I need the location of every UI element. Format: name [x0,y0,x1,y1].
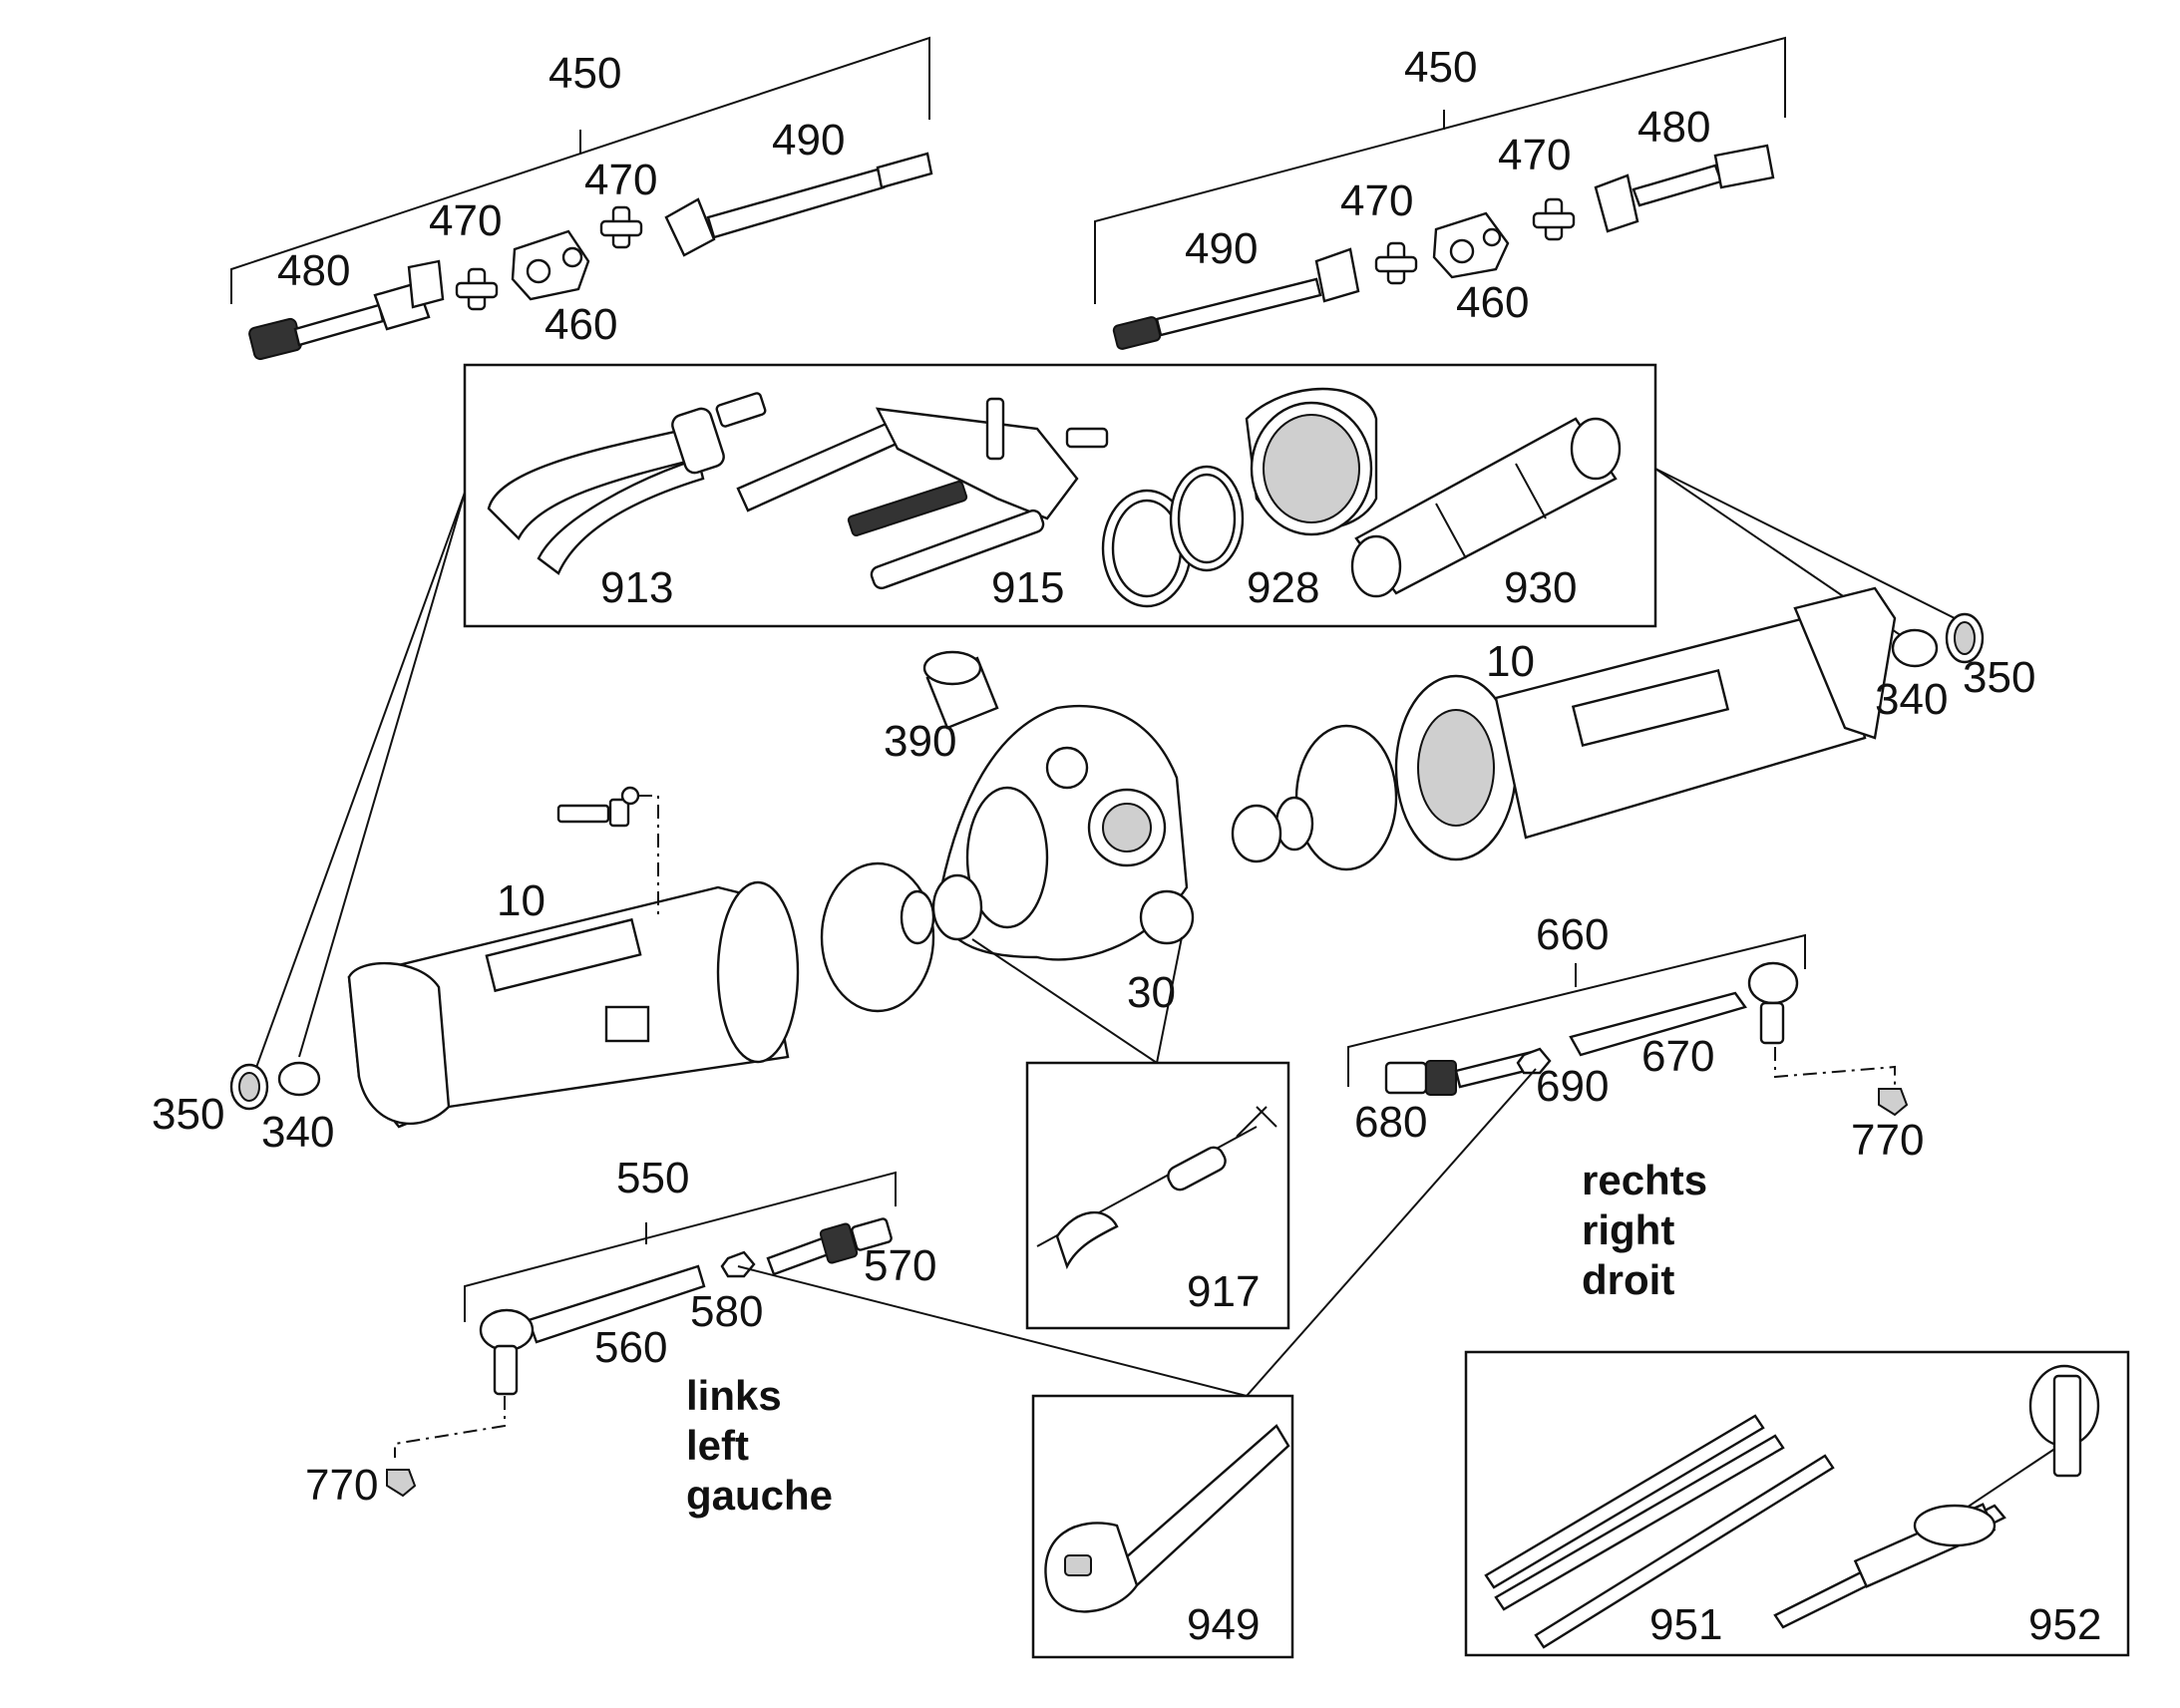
side-label-left-en: left [686,1422,749,1469]
callout-915: 915 [991,563,1064,612]
drift-mandrel-icon [1350,417,1622,598]
o-ring-icon [1274,796,1314,852]
seal-ring-icon [1231,804,1282,863]
callout-770: 770 [1851,1116,1924,1165]
callout-470: 470 [584,156,657,204]
side-label-right-fr: droit [1582,1256,1674,1303]
callout-470: 470 [1498,131,1571,179]
hex-nut-icon [720,1250,756,1278]
callout-450: 450 [548,49,621,98]
callout-30: 30 [1127,968,1176,1017]
callout-770: 770 [305,1461,378,1510]
puller-tool-icon [487,392,767,575]
axle-housing-icon [347,880,800,1129]
callout-480: 480 [277,246,350,295]
callout-340: 340 [1875,675,1948,724]
drive-shaft-icon [1112,247,1360,350]
drive-shaft-icon [248,259,445,361]
callout-580: 580 [690,1287,763,1336]
wrench-box [1031,1394,1294,1659]
callout-10: 10 [497,876,545,925]
gasket-ring-icon [1294,724,1398,871]
callout-470: 470 [429,196,502,245]
callout-690: 690 [1536,1062,1609,1111]
callout-951: 951 [1649,1600,1722,1649]
seal-rings-icon [1101,387,1378,608]
leader-line [1654,468,1956,619]
sleeve-icon [922,650,999,730]
seal-ring-icon [931,873,983,941]
side-label-left-de: links [686,1372,782,1419]
double-yoke-icon [511,229,590,301]
gauge-box [1464,1350,2130,1657]
bushing-icon [1891,612,1985,668]
drive-shaft-icon [664,152,933,257]
callout-670: 670 [1641,1032,1714,1081]
callout-490: 490 [1185,224,1258,273]
callout-350: 350 [1963,653,2035,702]
callout-930: 930 [1504,563,1577,612]
double-yoke-icon [1432,211,1510,279]
differential-carrier-icon [935,704,1195,961]
axle-housing-icon [1394,586,1897,861]
leader-line [971,938,1158,1064]
tie-rod-end-icon [766,1217,893,1276]
callout-390: 390 [884,717,956,766]
bolt-icon [556,786,659,917]
open-end-wrench-icon [1044,1424,1290,1613]
universal-joint-cross-icon [1374,197,1576,285]
lock-nut-icon [1878,1088,1909,1117]
drive-shaft-assembly-left [230,36,933,361]
hex-nut-icon [1516,1047,1552,1075]
leader-line [298,492,466,1058]
bushing-icon [229,1061,321,1111]
leader-line [737,1265,1248,1397]
dial-gauge-icon [1773,1364,2100,1629]
callout-450: 450 [1404,43,1477,92]
leader-line [248,492,466,1088]
callout-570: 570 [864,1241,936,1290]
callout-928: 928 [1247,563,1319,612]
gauge-strips-icon [1484,1414,1835,1649]
callout-460: 460 [1456,278,1529,327]
callout-660: 660 [1536,910,1609,959]
tie-rod-end-icon [1384,1049,1544,1096]
callout-680: 680 [1354,1098,1427,1147]
o-ring-icon [900,889,935,945]
leader-line [1246,1068,1537,1397]
callout-490: 490 [772,116,845,165]
side-label-right-de: rechts [1582,1157,1707,1203]
side-label-left-fr: gauche [686,1472,833,1519]
slide-hammer-icon [1036,1106,1277,1270]
tie-rod-left [386,1171,897,1498]
callout-949: 949 [1187,1600,1260,1649]
side-label-right-en: right [1582,1206,1674,1253]
callout-952: 952 [2028,1600,2101,1649]
tie-rod-right [1347,933,1909,1117]
press-tool-icon [736,397,1109,590]
callout-340: 340 [261,1108,334,1157]
callout-480: 480 [1637,103,1710,152]
callout-917: 917 [1187,1267,1260,1316]
universal-joint-cross-icon [455,205,643,311]
callout-10: 10 [1486,637,1535,686]
callout-470: 470 [1340,176,1413,225]
drive-shaft-assembly-right [1094,36,1786,350]
leader-line [1156,936,1183,1064]
callout-350: 350 [152,1090,224,1139]
callout-460: 460 [545,300,617,349]
drive-shaft-icon [1594,144,1775,233]
callout-913: 913 [600,563,673,612]
callout-560: 560 [594,1323,667,1372]
callout-550: 550 [616,1154,689,1202]
lock-nut-icon [386,1469,417,1498]
